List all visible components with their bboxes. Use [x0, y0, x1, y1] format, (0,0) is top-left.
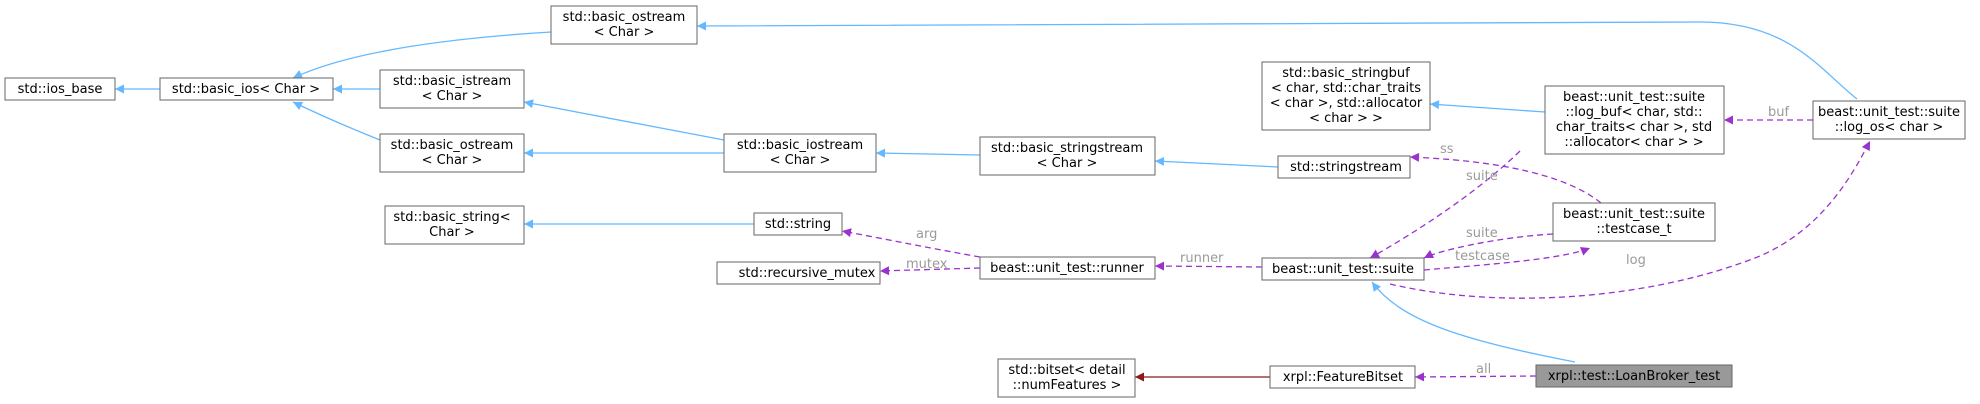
node-ios-base[interactable]: std::ios_base — [4, 77, 116, 101]
node-label-line: beast::unit_test::suite — [1563, 207, 1705, 222]
node-label-line: ::numFeatures > — [1013, 378, 1122, 393]
node-label-line: std::basic_string< — [393, 210, 510, 225]
edge-label-all: all — [1476, 362, 1491, 377]
node-recursive-mutex[interactable]: std::recursive_mutex — [716, 261, 881, 285]
node-label-line: ::log_buf< char, std:: — [1565, 105, 1702, 120]
edge-suite-to-runner — [1154, 261, 1263, 271]
edge-iostream-to-istream — [523, 99, 725, 141]
edge-runner-to-string — [841, 228, 981, 258]
node-std-string[interactable]: std::string — [753, 212, 843, 236]
edge-log-os-to-ostream-top — [696, 21, 1858, 100]
node-label-line: < char > > — [1309, 111, 1383, 126]
node-feature-bitset[interactable]: xrpl::FeatureBitset — [1269, 365, 1416, 389]
node-label-line: ::log_os< char > — [1835, 120, 1944, 135]
edge-label-arg: arg — [916, 227, 937, 242]
node-basic-ios[interactable]: std::basic_ios< Char > — [159, 77, 334, 101]
node-suite[interactable]: beast::unit_test::suite — [1261, 257, 1425, 281]
node-label-line: xrpl::FeatureBitset — [1283, 370, 1403, 385]
edge-testcase-to-suite — [1423, 233, 1554, 259]
edges — [115, 21, 1871, 382]
node-label-line: std::basic_ostream — [391, 138, 514, 153]
edge-label-runner: runner — [1180, 251, 1224, 266]
node-label-line: std::basic_ios< Char > — [172, 82, 320, 97]
node-label-line: std::stringstream — [1290, 160, 1402, 175]
edge-label-ss: ss — [1440, 142, 1454, 157]
edge-testcase-to-stringstream — [1409, 152, 1602, 204]
edge-stringstream-to-stringstream-tpl — [1154, 156, 1279, 168]
node-label-line: std::string — [765, 217, 831, 232]
node-label-line: beast::unit_test::suite — [1563, 90, 1705, 105]
node-runner[interactable]: beast::unit_test::runner — [979, 256, 1156, 280]
node-label-line: std::basic_stringstream — [991, 141, 1143, 156]
node-bitset[interactable]: std::bitset< detail::numFeatures > — [997, 358, 1136, 398]
edge-log-buf-to-stringbuf — [1429, 100, 1546, 113]
node-label-line: Char > — [429, 225, 475, 240]
node-label-line: < Char > — [594, 25, 655, 40]
edge-loan-broker-test-to-feature-bitset — [1414, 372, 1537, 382]
node-label-line: std::basic_ostream — [563, 10, 686, 25]
node-label-line: < Char > — [1037, 156, 1098, 171]
node-label-line: beast::unit_test::runner — [990, 261, 1144, 276]
edge-suite-to-log-os — [1389, 140, 1871, 299]
edge-loan-broker-test-to-suite — [1371, 281, 1576, 363]
node-basic-iostream[interactable]: std::basic_iostream< Char > — [723, 133, 877, 173]
node-label-line: std::basic_istream — [393, 74, 511, 89]
edge-label-mutex: mutex — [906, 257, 948, 272]
node-log-os[interactable]: beast::unit_test::suite::log_os< char > — [1812, 100, 1966, 140]
node-stringstream[interactable]: std::stringstream — [1277, 155, 1411, 179]
node-basic-istream[interactable]: std::basic_istream< Char > — [379, 69, 525, 109]
edge-ostream-mid-to-basic-ios — [292, 101, 381, 141]
node-label-line: < Char > — [422, 153, 483, 168]
node-label-line: ::testcase_t — [1596, 222, 1671, 237]
edge-log-buf-to-suite — [1369, 150, 1521, 259]
node-label-line: std::ios_base — [18, 82, 103, 97]
node-testcase[interactable]: beast::unit_test::suite::testcase_t — [1552, 202, 1716, 242]
edge-suite-to-testcase — [1423, 247, 1591, 271]
node-log-buf[interactable]: beast::unit_test::suite::log_buf< char, … — [1544, 85, 1725, 155]
edge-label-log: log — [1626, 253, 1646, 268]
edge-labels: buf ss suite suite testcase log arg mute… — [906, 105, 1789, 377]
node-basic-string[interactable]: std::basic_string<Char > — [384, 205, 525, 245]
node-basic-stringstream[interactable]: std::basic_stringstream< Char > — [979, 136, 1156, 176]
node-label-line: < char, std::char_traits — [1271, 81, 1421, 96]
node-label-line: ::allocator< char > > — [1564, 135, 1703, 150]
node-label-line: < char >, std::allocator — [1270, 96, 1423, 111]
edge-ostream-top-to-basic-ios — [292, 31, 552, 79]
node-label-line: char_traits< char >, std — [1556, 120, 1712, 135]
node-label-line: std::bitset< detail — [1008, 363, 1125, 378]
edge-label-suite-testcase: suite — [1466, 226, 1498, 241]
edge-label-buf: buf — [1768, 105, 1789, 120]
node-loan-broker-test[interactable]: xrpl::test::LoanBroker_test — [1535, 364, 1733, 388]
node-label-line: std::basic_iostream — [737, 138, 863, 153]
edge-label-suite-logbuf: suite — [1466, 169, 1498, 184]
node-label-line: beast::unit_test::suite — [1272, 262, 1414, 277]
node-basic-ostream-top[interactable]: std::basic_ostream< Char > — [550, 5, 698, 45]
node-label-line: < Char > — [422, 89, 483, 104]
edge-stringstream-tpl-to-iostream — [875, 148, 981, 158]
edge-label-testcase: testcase — [1455, 249, 1510, 264]
node-label-line: < Char > — [770, 153, 831, 168]
node-label-line: std::basic_stringbuf — [1282, 66, 1410, 81]
node-basic-ostream-mid[interactable]: std::basic_ostream< Char > — [379, 133, 525, 173]
node-label-line: xrpl::test::LoanBroker_test — [1548, 369, 1720, 384]
node-label-line: beast::unit_test::suite — [1818, 105, 1960, 120]
node-label-line: std::recursive_mutex — [739, 266, 876, 281]
node-basic-stringbuf[interactable]: std::basic_stringbuf< char, std::char_tr… — [1261, 61, 1431, 131]
edge-runner-to-recursive-mutex — [879, 266, 981, 276]
